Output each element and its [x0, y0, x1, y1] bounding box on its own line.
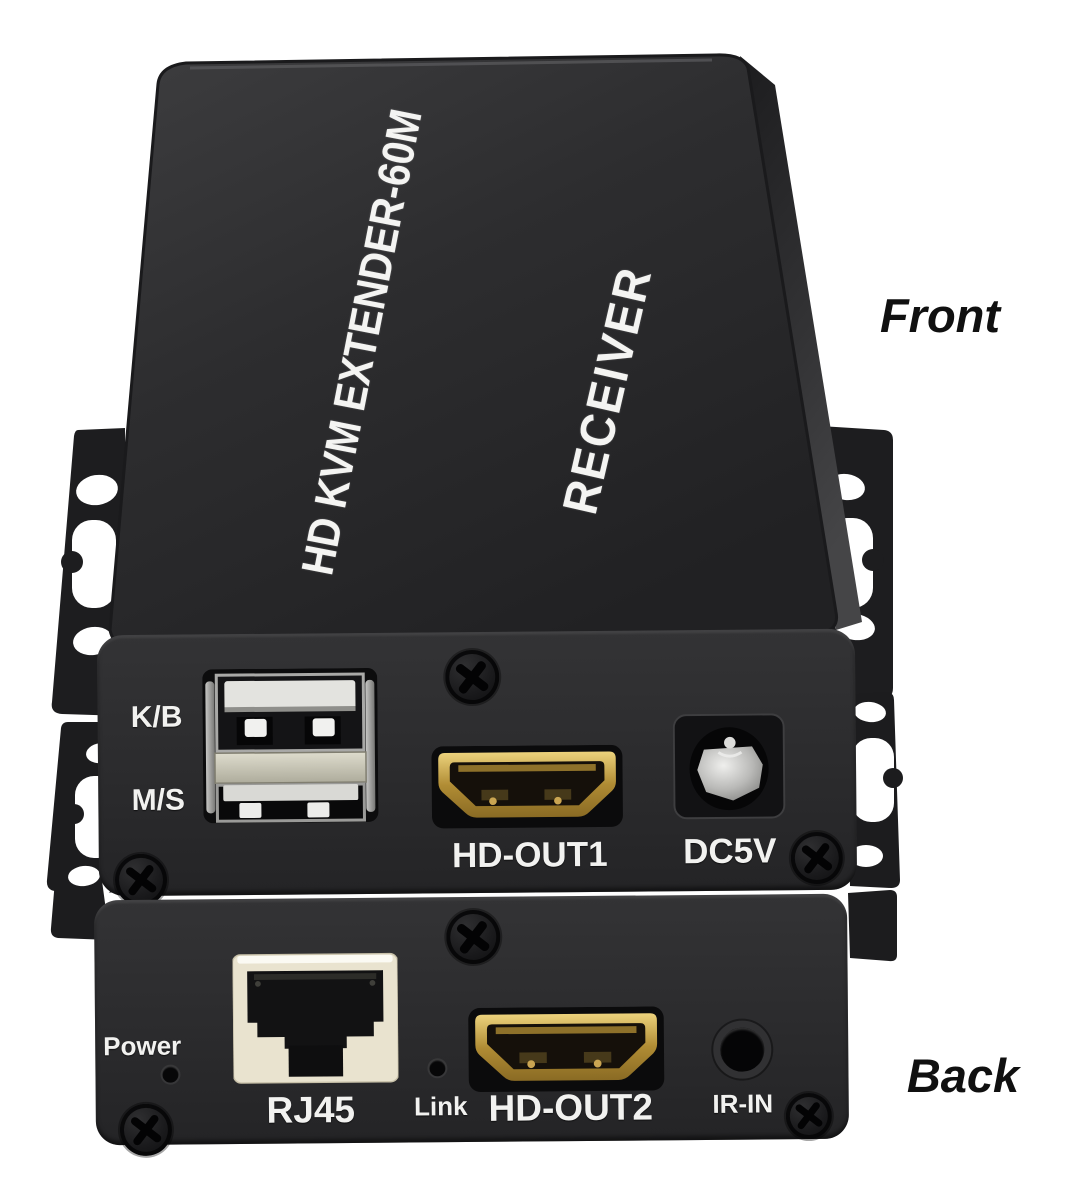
- link-led-label: Link: [413, 1091, 468, 1122]
- power-led: [162, 1066, 179, 1083]
- hdmi-port-front: [431, 744, 623, 829]
- ear-hole: [68, 865, 100, 887]
- hdmi-port-back: [468, 1006, 665, 1092]
- screw-icon: [445, 649, 500, 705]
- screw-icon: [446, 909, 501, 965]
- front-panel: K/B M/S: [96, 628, 858, 907]
- screw-icon: [790, 831, 844, 885]
- link-led: [429, 1060, 446, 1077]
- front-view-label: Front: [879, 289, 1001, 342]
- rj45-label: RJ45: [266, 1089, 356, 1131]
- device-top-face: [108, 53, 839, 651]
- back-view-label: Back: [906, 1049, 1020, 1102]
- usb-port-kb: [214, 672, 366, 753]
- power-led-label: Power: [103, 1030, 182, 1062]
- ear-hole: [76, 474, 118, 506]
- ir-in-label: IR-IN: [712, 1088, 774, 1119]
- screw-icon: [114, 853, 168, 907]
- hdmi-out2-label: HD-OUT2: [488, 1086, 654, 1129]
- ear-hole: [854, 701, 886, 723]
- screw-icon: [119, 1103, 173, 1157]
- hdmi-out1-label: HD-OUT1: [451, 834, 608, 876]
- ear-keyhole: [852, 738, 894, 822]
- ear-keyhole: [72, 520, 116, 608]
- usb-port-ms: [215, 782, 367, 823]
- kb-port-label: K/B: [130, 700, 183, 735]
- back-panel: Power RJ45 Link HD-OUT2 I: [93, 893, 850, 1157]
- ir-in-jack: [713, 1020, 772, 1079]
- mounting-ear-back-right: [848, 890, 897, 962]
- device-top-highlight: [189, 58, 713, 70]
- screw-icon: [785, 1092, 833, 1140]
- rj45-port: [232, 952, 399, 1084]
- ms-port-label: M/S: [131, 783, 186, 818]
- ear-hole: [849, 845, 883, 867]
- dc5v-label: DC5V: [682, 831, 777, 872]
- usb-ports: [202, 667, 379, 824]
- mounting-ear-front-right: [845, 692, 903, 888]
- dc-power-jack: [672, 713, 786, 820]
